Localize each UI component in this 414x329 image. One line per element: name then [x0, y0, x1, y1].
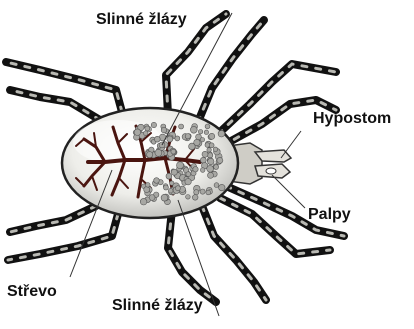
gland-acinus	[214, 183, 219, 188]
gland-acinus	[147, 152, 153, 158]
gland-acinus	[207, 148, 211, 152]
gland-acinus	[204, 130, 208, 134]
gland-acinus	[154, 136, 160, 142]
gland-acinus	[200, 168, 205, 173]
gland-acinus	[161, 127, 167, 133]
gland-acinus	[185, 134, 190, 139]
gland-acinus	[140, 198, 147, 205]
label-salivary-glands-top: Slinné žlázy	[96, 11, 187, 29]
palp-tip	[266, 168, 276, 174]
gland-acinus	[143, 131, 148, 136]
gland-acinus	[206, 190, 211, 195]
leg-2	[198, 20, 264, 122]
pointer-palpy	[272, 175, 305, 208]
gland-acinus	[167, 136, 173, 142]
leg-6	[10, 90, 100, 120]
gland-acinus	[177, 162, 184, 169]
gland-acinus	[205, 124, 210, 129]
gland-acinus	[175, 136, 180, 141]
gland-acinus	[155, 149, 162, 156]
gland-acinus	[171, 169, 177, 175]
gland-acinus	[217, 157, 223, 163]
gland-acinus	[134, 129, 141, 136]
gland-acinus	[175, 186, 180, 191]
gland-acinus	[145, 126, 150, 131]
gland-acinus	[194, 190, 199, 195]
gland-acinus	[149, 195, 155, 201]
gland-acinus	[151, 122, 156, 127]
gland-acinus	[185, 179, 191, 185]
gland-acinus	[213, 147, 217, 151]
gland-acinus	[200, 138, 204, 142]
label-palps: Palpy	[308, 206, 351, 224]
gland-acinus	[200, 157, 206, 163]
leg-1	[166, 14, 226, 115]
gland-acinus	[163, 185, 168, 190]
gland-acinus	[190, 126, 197, 133]
gland-acinus	[154, 178, 160, 184]
gland-acinus	[198, 130, 202, 134]
gland-acinus	[208, 158, 214, 164]
pointer-hypostom	[281, 131, 301, 158]
gland-acinus	[192, 195, 198, 201]
gland-acinus	[166, 173, 172, 179]
gland-acinus	[214, 165, 219, 170]
gland-acinus	[144, 187, 150, 193]
gland-acinus	[207, 165, 214, 172]
gland-acinus	[208, 172, 214, 178]
label-gut: Střevo	[7, 283, 57, 301]
gland-acinus	[200, 189, 205, 194]
label-hypostome: Hypostom	[313, 110, 391, 128]
gland-acinus	[202, 151, 208, 157]
gland-acinus	[219, 184, 225, 190]
gland-acinus	[161, 194, 168, 201]
label-salivary-glands-bottom: Slinné žlázy	[112, 297, 203, 315]
gland-acinus	[194, 139, 200, 145]
gland-acinus	[186, 195, 191, 200]
gland-acinus	[171, 149, 176, 154]
gland-acinus	[168, 188, 173, 193]
gland-acinus	[179, 124, 184, 129]
gland-acinus	[205, 143, 210, 148]
gland-acinus	[146, 183, 151, 188]
gland-acinus	[209, 133, 215, 139]
gland-acinus	[193, 167, 198, 172]
leg-12	[10, 206, 96, 232]
gland-acinus	[218, 130, 225, 137]
gland-acinus	[186, 172, 191, 177]
